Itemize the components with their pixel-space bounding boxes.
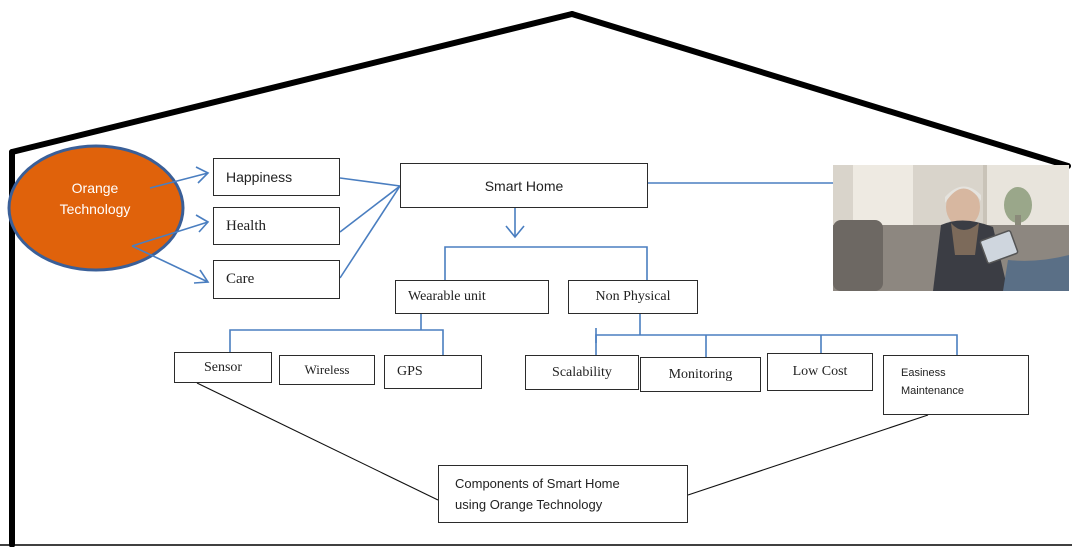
wearable-unit-box: Wearable unit: [395, 280, 549, 314]
branch-bracket-top: [444, 246, 648, 280]
smart-home-connectors: [229, 177, 958, 362]
easiness-maintenance-box: Easiness Maintenance: [883, 355, 1029, 415]
health-label: Health: [226, 217, 266, 234]
arrow-head-happiness: [195, 166, 210, 184]
orange-technology-label: Orange Technology: [20, 178, 170, 220]
wireless-label: Wireless: [304, 362, 350, 377]
sensor-box: Sensor: [174, 352, 272, 383]
wearable-bracket: [229, 329, 444, 355]
wireless-box: Wireless: [279, 355, 375, 385]
low-cost-label: Low Cost: [792, 364, 848, 379]
scalability-label: Scalability: [552, 364, 612, 380]
low-cost-box: Low Cost: [767, 353, 873, 391]
arrow-head-care: [193, 269, 210, 284]
connector-care-smarthome: [339, 185, 401, 279]
connector-happiness-smarthome: [339, 177, 401, 187]
circle-arrows: [131, 166, 210, 284]
components-box: Components of Smart Home using Orange Te…: [438, 465, 688, 523]
gps-box: GPS: [384, 355, 482, 389]
care-box: Care: [213, 260, 340, 299]
monitoring-box: Monitoring: [640, 357, 761, 392]
orange-technology-line1: Orange: [71, 180, 119, 196]
smart-home-label: Smart Home: [484, 177, 564, 194]
nonphysical-bracket: [595, 334, 958, 362]
arrow-to-health: [131, 221, 209, 247]
scalability-box: Scalability: [525, 355, 639, 390]
arrow-to-care: [131, 245, 209, 283]
care-label: Care: [226, 271, 255, 287]
arrow-to-happiness: [149, 172, 209, 189]
component-lines: [196, 382, 929, 501]
elderly-man-photo: [833, 165, 1069, 291]
line-easiness-components: [687, 414, 929, 496]
maintenance-label: Maintenance: [901, 385, 964, 397]
easiness-label: Easiness: [901, 367, 946, 379]
health-box: Health: [213, 207, 340, 245]
roof-right-line: [569, 11, 1071, 169]
arrow-head-health: [195, 214, 210, 233]
components-line1: Components of Smart Home: [455, 476, 620, 491]
orange-technology-line2: Technology: [59, 201, 131, 217]
non-physical-label: Non Physical: [595, 289, 671, 304]
happiness-box: Happiness: [213, 158, 340, 196]
non-physical-box: Non Physical: [568, 280, 698, 314]
connector-health-smarthome: [339, 185, 401, 233]
monitoring-label: Monitoring: [668, 366, 733, 382]
smart-home-box: Smart Home: [400, 163, 648, 208]
orange-technology-circle: [7, 144, 185, 272]
arrow-head-down: [505, 225, 525, 239]
photo-illustration: [833, 165, 1069, 291]
sensor-label: Sensor: [203, 359, 243, 375]
wearable-unit-label: Wearable unit: [408, 289, 486, 304]
components-line2: using Orange Technology: [455, 497, 603, 512]
gps-label: GPS: [397, 364, 423, 379]
roof-left-line: [9, 11, 575, 155]
line-sensor-components: [196, 382, 439, 501]
happiness-label: Happiness: [226, 169, 293, 185]
